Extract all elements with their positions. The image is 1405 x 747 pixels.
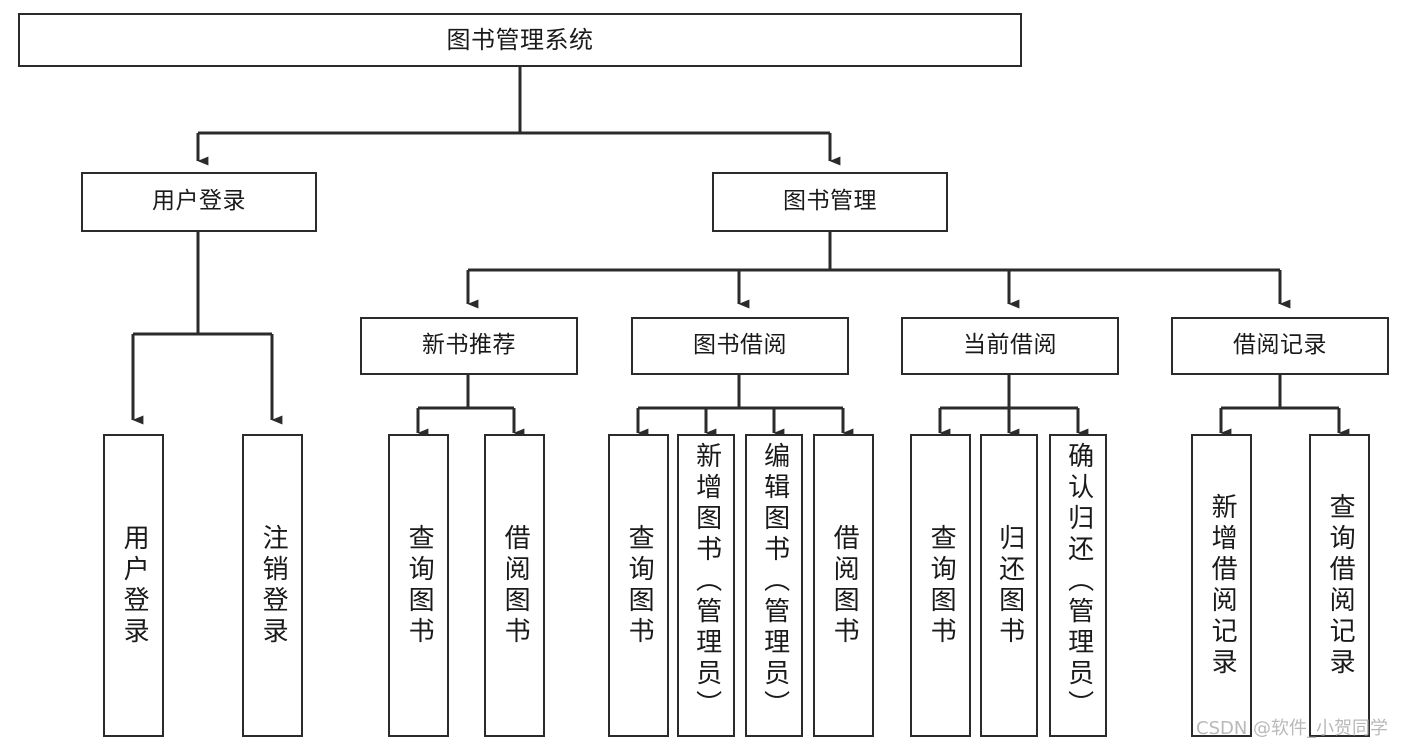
leaf-return-book-label: 归还图书: [994, 523, 1025, 648]
node-current-borrow-label: 当前借阅: [963, 332, 1057, 359]
node-user-login[interactable]: 用户登录: [81, 172, 317, 232]
leaf-edit-book-label: 编辑图书（管理员）: [759, 442, 790, 721]
leaf-logout-login[interactable]: 注销登录: [242, 434, 303, 737]
node-root-book-management-system[interactable]: 图书管理系统: [18, 13, 1022, 67]
node-root-label: 图书管理系统: [446, 25, 594, 54]
leaf-logout-login-label: 注销登录: [258, 523, 289, 648]
leaf-query-book-2-label: 查询图书: [624, 523, 655, 648]
leaf-query-book-1[interactable]: 查询图书: [388, 434, 449, 737]
leaf-confirm-return-label: 确认归还（管理员）: [1063, 442, 1094, 721]
leaf-user-login[interactable]: 用户登录: [103, 434, 164, 737]
leaf-query-book-1-label: 查询图书: [404, 523, 435, 648]
csdn-watermark: CSDN @软件_小贺同学: [1196, 718, 1389, 739]
node-book-borrow[interactable]: 图书借阅: [631, 317, 849, 375]
leaf-query-book-3[interactable]: 查询图书: [910, 434, 971, 737]
node-book-manage[interactable]: 图书管理: [712, 172, 948, 232]
node-new-book-recommend[interactable]: 新书推荐: [360, 317, 578, 375]
leaf-query-record-label: 查询借阅记录: [1325, 492, 1356, 679]
leaf-borrow-book-1[interactable]: 借阅图书: [484, 434, 545, 737]
leaf-query-record[interactable]: 查询借阅记录: [1309, 434, 1370, 737]
leaf-borrow-book-2-label: 借阅图书: [829, 523, 860, 648]
leaf-user-login-label: 用户登录: [119, 523, 150, 648]
leaf-borrow-book-1-label: 借阅图书: [500, 523, 531, 648]
node-new-book-recommend-label: 新书推荐: [422, 332, 516, 359]
node-borrow-record-label: 借阅记录: [1233, 332, 1327, 359]
leaf-query-book-3-label: 查询图书: [926, 523, 957, 648]
node-user-login-label: 用户登录: [152, 188, 246, 215]
node-book-borrow-label: 图书借阅: [693, 332, 787, 359]
leaf-confirm-return[interactable]: 确认归还（管理员）: [1049, 434, 1107, 737]
leaf-add-record-label: 新增借阅记录: [1207, 492, 1238, 679]
leaf-add-book-label: 新增图书（管理员）: [691, 442, 722, 721]
node-current-borrow[interactable]: 当前借阅: [901, 317, 1119, 375]
leaf-add-record[interactable]: 新增借阅记录: [1191, 434, 1252, 737]
node-borrow-record[interactable]: 借阅记录: [1171, 317, 1389, 375]
leaf-query-book-2[interactable]: 查询图书: [608, 434, 669, 737]
leaf-edit-book[interactable]: 编辑图书（管理员）: [745, 434, 803, 737]
node-book-manage-label: 图书管理: [783, 188, 877, 215]
leaf-add-book[interactable]: 新增图书（管理员）: [677, 434, 735, 737]
leaf-borrow-book-2[interactable]: 借阅图书: [813, 434, 874, 737]
leaf-return-book[interactable]: 归还图书: [980, 434, 1038, 737]
